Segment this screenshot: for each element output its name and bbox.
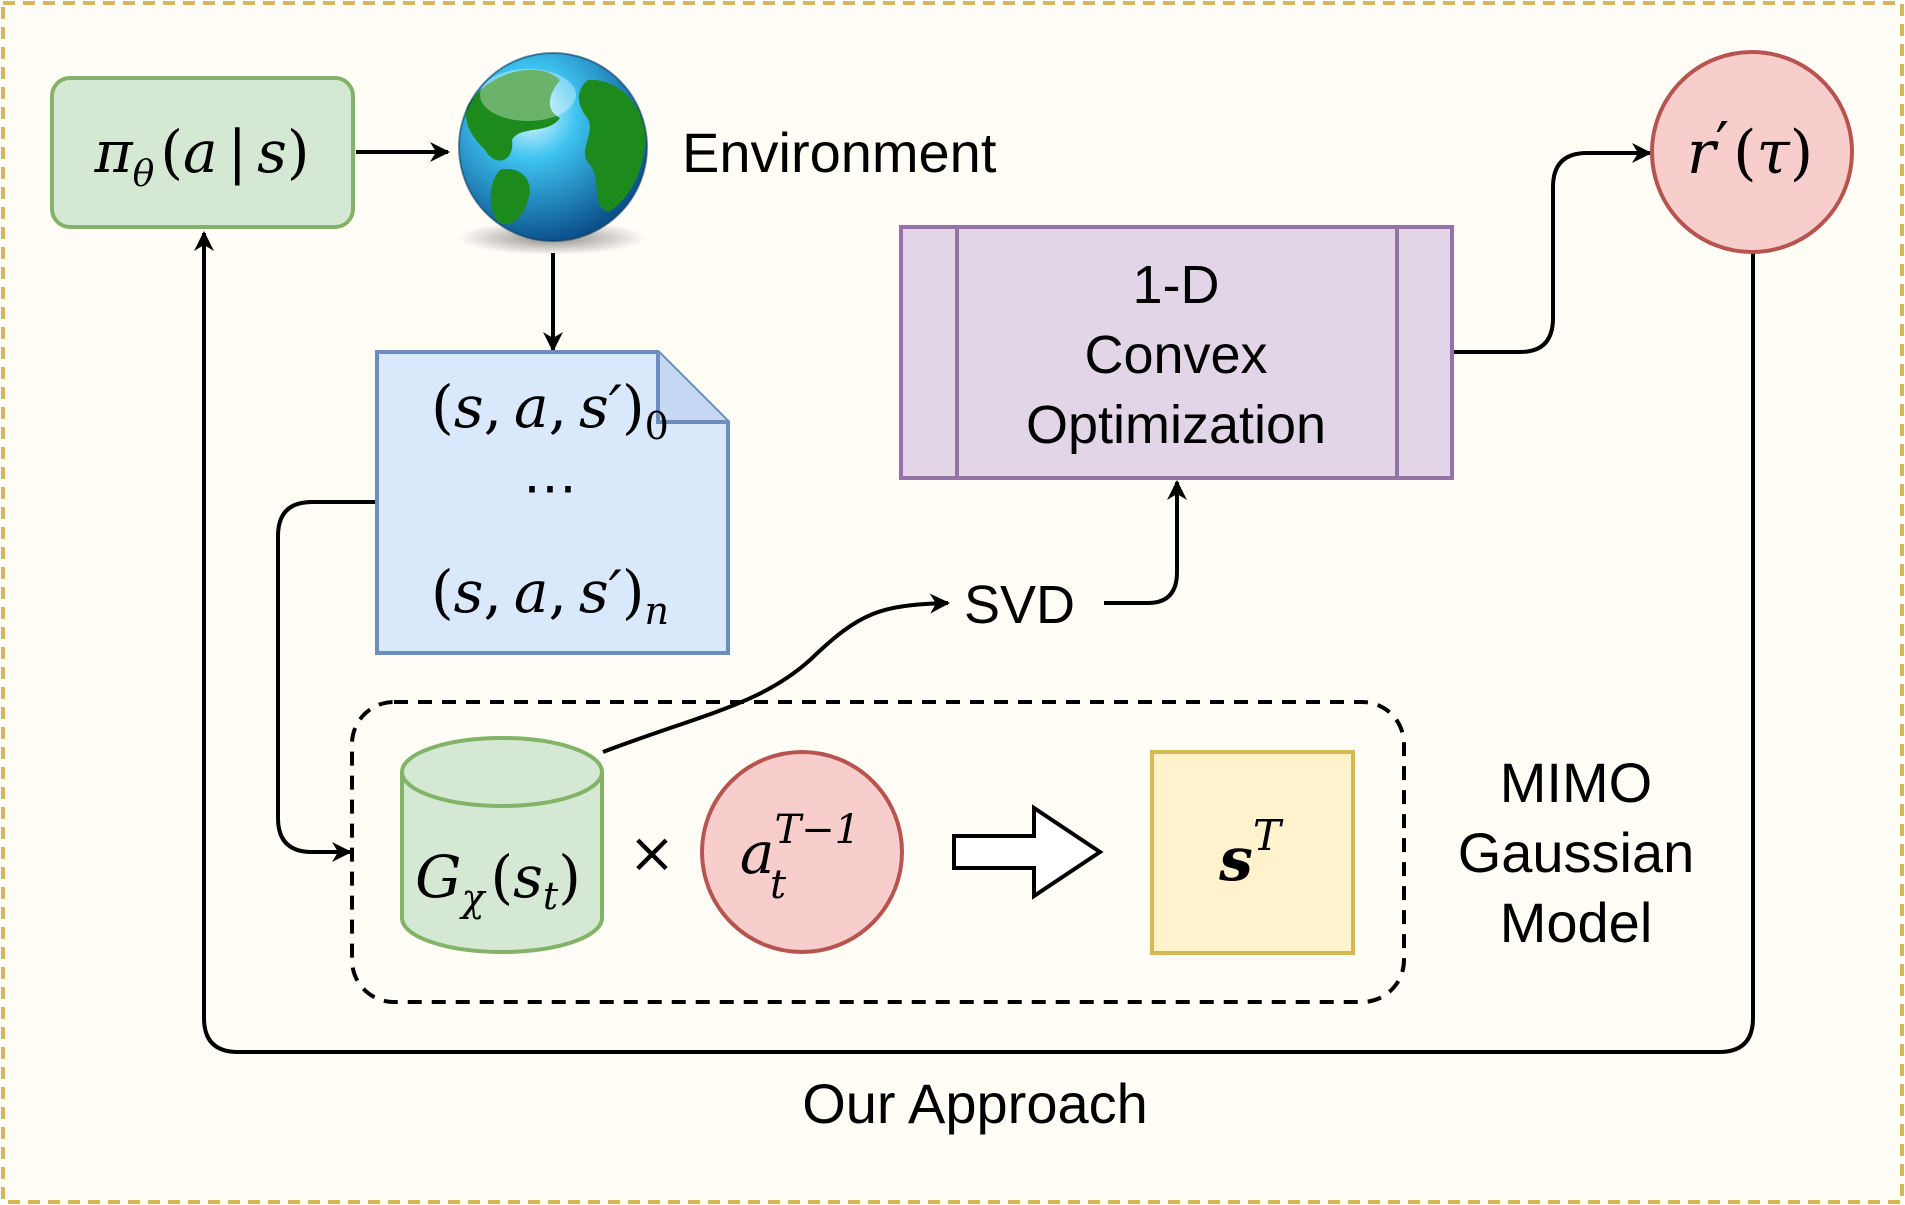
arrow-reward-to-policy-loop — [194, 231, 1755, 1054]
optimizer-label-line2: Convex — [1084, 325, 1267, 385]
gaussian-model-boundary — [350, 700, 1406, 1004]
gaussian-model-group: Gχ(st) × aT−1 t sT MIMO Gaussian Model — [350, 700, 1695, 1004]
optimizer-label-line3: Optimization — [1026, 395, 1326, 455]
state-formula: sT — [1218, 811, 1284, 895]
cylinder-body — [400, 772, 604, 954]
times-operator: × — [629, 821, 676, 886]
reward-node: r′(τ) — [1650, 50, 1854, 254]
optimizer-box — [899, 225, 1454, 480]
environment-label: Environment — [682, 121, 997, 184]
trajectories-document — [375, 350, 730, 655]
policy-formula: πθ(a|s) — [94, 118, 310, 195]
arrow-gaussian-to-svd — [602, 593, 950, 754]
cylinder-formula: Gχ(st) — [415, 843, 581, 920]
reward-circle — [1650, 50, 1854, 254]
connectors — [194, 142, 1755, 1054]
trajectories-node: (s,a,s′)0 ⋯ (s,a,s′)n — [375, 350, 730, 655]
optimizer-label-line1: 1-D — [1132, 255, 1219, 315]
gaussian-model-label-line1: MIMO — [1500, 751, 1652, 814]
gaussian-cylinder: Gχ(st) — [400, 736, 604, 954]
action-circle — [700, 750, 904, 954]
document-fold — [656, 352, 728, 424]
globe-icon — [458, 52, 648, 242]
action-superscript: T−1 — [774, 807, 860, 853]
gaussian-model-label-line3: Model — [1500, 891, 1653, 954]
environment-node: Environment — [457, 52, 997, 255]
state-node: sT — [1150, 750, 1355, 955]
svd-label: SVD — [964, 575, 1075, 635]
action-formula: aT−1 — [740, 807, 860, 887]
policy-box — [50, 76, 355, 229]
arrow-optimizer-to-reward — [1454, 143, 1652, 354]
cylinder-top — [400, 736, 604, 808]
arrow-trajectories-to-gaussian-model — [276, 500, 376, 862]
policy-node: πθ(a|s) — [50, 76, 355, 229]
diagram-caption: Our Approach — [802, 1072, 1148, 1135]
produces-arrow-icon — [952, 804, 1104, 900]
policy-subscript: θ — [133, 154, 155, 195]
arrow-svd-to-optimizer — [1104, 480, 1187, 605]
trajectory-ellipsis: ⋯ — [523, 456, 577, 519]
trajectory-first: (s,a,s′)0 — [431, 373, 669, 448]
action-subscript: t — [770, 862, 787, 908]
optimizer-node: 1-D Convex Optimization — [899, 225, 1454, 480]
state-box — [1150, 750, 1355, 955]
gaussian-model-label-line2: Gaussian — [1458, 821, 1695, 884]
trajectory-last: (s,a,s′)n — [431, 558, 669, 633]
action-node: aT−1 t — [700, 750, 904, 954]
reward-formula: r′(τ) — [1687, 110, 1813, 188]
